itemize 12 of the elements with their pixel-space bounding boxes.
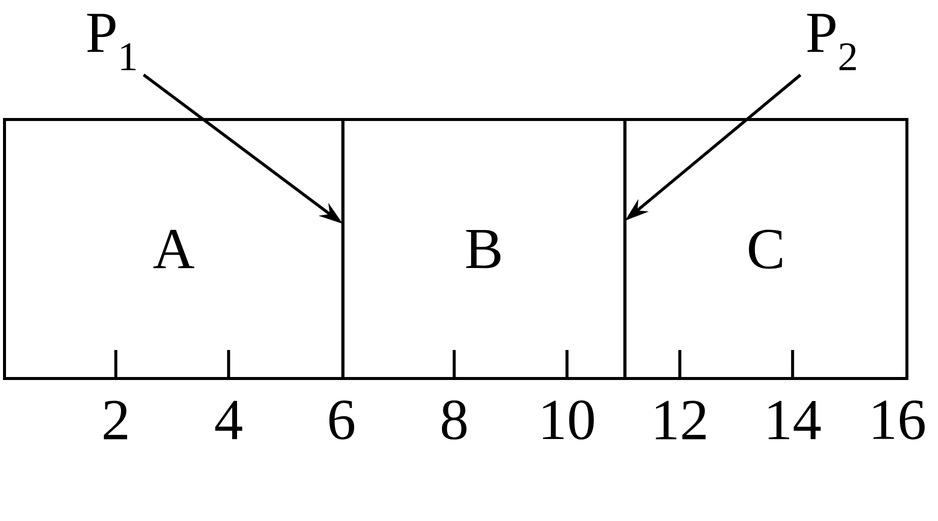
- tick-label: 14: [768, 400, 821, 440]
- tick-label: 6: [329, 400, 354, 440]
- tick-label: 12: [656, 400, 706, 440]
- point-label: P$_{1}$: [87, 14, 136, 70]
- region-box: A: [3, 118, 344, 380]
- region-box: C: [623, 118, 908, 380]
- tick-label: 10: [543, 400, 594, 440]
- region-box: B: [341, 118, 626, 380]
- point-label: P$_{2}$: [807, 14, 856, 70]
- tick-label: 4: [215, 400, 242, 440]
- tick-label: 8: [442, 400, 466, 440]
- tick-label: 16: [874, 400, 925, 440]
